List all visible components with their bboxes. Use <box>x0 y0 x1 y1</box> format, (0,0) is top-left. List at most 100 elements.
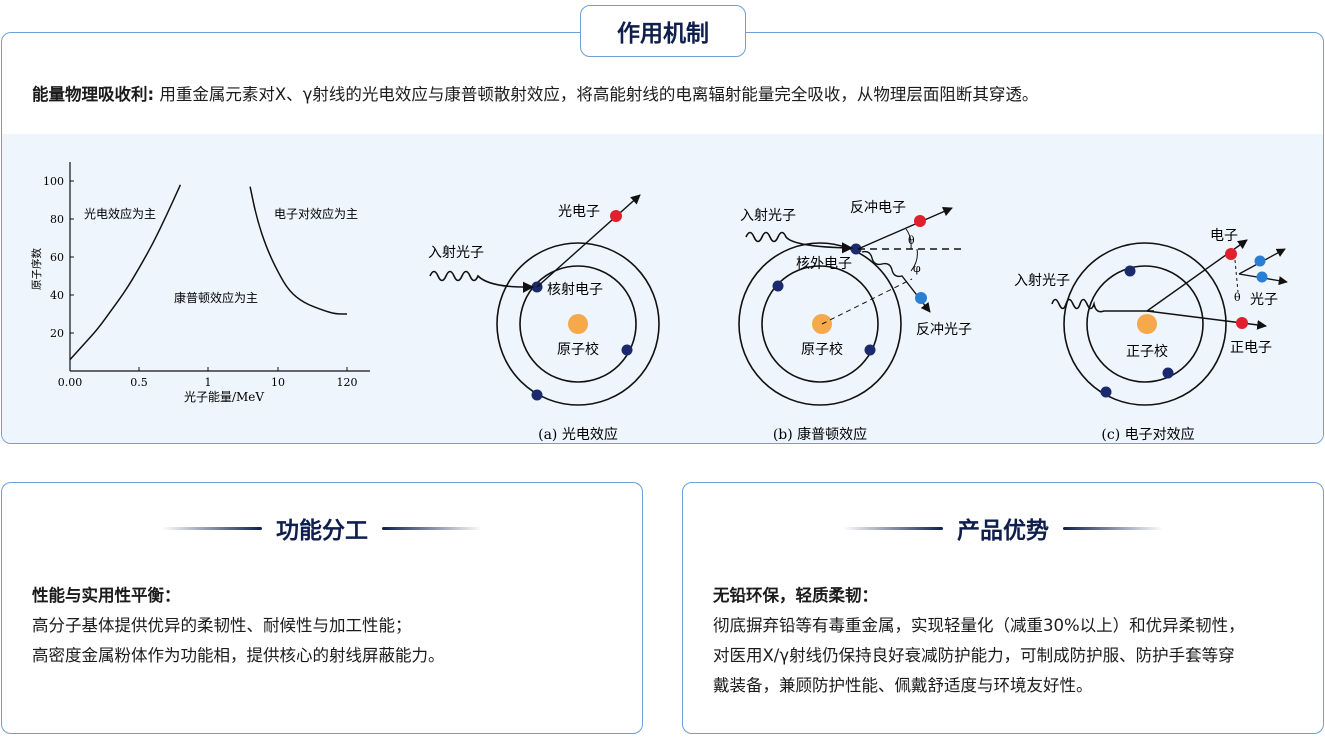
mechanism-card: 能量物理吸收利: 用重金属元素对X、γ射线的光电效应与康普顿散射效应，将高能射线… <box>1 32 1324 444</box>
angle-arc-phi <box>910 248 918 272</box>
y-tick-label: 100 <box>43 175 64 188</box>
y-ticks: 20 40 60 80 100 <box>43 175 74 340</box>
inner-orbit <box>1086 265 1204 383</box>
incident-photon-wave <box>745 231 854 254</box>
photoelectron-path <box>536 194 641 288</box>
nucleus-label: 原子校 <box>801 341 843 358</box>
region-label-compton: 康普顿效应为主 <box>174 290 258 305</box>
function-card-header: 功能分工 <box>2 511 642 545</box>
caption-c: (c) 电子对效应 <box>1101 426 1194 443</box>
phi-label: φ <box>913 262 921 275</box>
header-divider-right <box>1063 526 1163 530</box>
function-card-body: 性能与实用性平衡： 高分子基体提供优异的柔韧性、耐候性与加工性能； 高密度金属粉… <box>32 581 620 671</box>
incident-photon-label: 入射光子 <box>428 245 484 261</box>
incident-photon-label: 入射光子 <box>740 208 796 224</box>
x-tick-label: 0.00 <box>58 376 83 389</box>
orbit-electron <box>850 243 862 255</box>
theta-label: θ <box>1234 291 1241 304</box>
y-tick-label: 40 <box>50 289 64 302</box>
theta-label: θ <box>908 234 915 247</box>
y-tick-label: 20 <box>50 327 64 340</box>
photon <box>1256 271 1268 283</box>
nucleus <box>1137 314 1157 334</box>
photoelectron <box>610 210 622 222</box>
nucleus <box>568 314 588 334</box>
incident-photon-label: 入射光子 <box>1014 273 1070 289</box>
region-boundary-2 <box>249 186 347 315</box>
orbit-electron <box>1124 265 1136 277</box>
function-card: 功能分工 性能与实用性平衡： 高分子基体提供优异的柔韧性、耐候性与加工性能； 高… <box>1 482 643 734</box>
advantage-subtitle: 无铅环保，轻质柔韧： <box>713 586 878 605</box>
intro-label: 能量物理吸收利: <box>32 85 155 104</box>
positron <box>1236 317 1248 329</box>
x-tick-label: 120 <box>337 376 358 389</box>
region-boundaries <box>69 184 347 361</box>
x-tick-label: 1 <box>205 376 212 389</box>
y-axis-label: 原子序数 <box>30 248 43 290</box>
intro-body: 用重金属元素对X、γ射线的光电效应与康普顿散射效应，将高能射线的电离辐射能量完全… <box>154 85 1039 104</box>
recoil-electron-path <box>857 207 953 250</box>
scattered-photon <box>915 292 927 304</box>
photon <box>1254 255 1266 267</box>
angle-arc-theta <box>905 228 912 250</box>
inner-orbit <box>761 265 879 383</box>
function-card-title: 功能分工 <box>276 518 368 544</box>
orbit-electron <box>1100 386 1112 398</box>
outer-orbit <box>1063 242 1227 406</box>
advantage-card-title: 产品优势 <box>957 518 1049 544</box>
advantage-card: 产品优势 无铅环保，轻质柔韧： 彻底摒弃铅等有毒重金属，实现轻量化（减重30%以… <box>682 482 1324 734</box>
diagram-photoelectric: 原子校 入射光子 光电子 核射电子 (a) 光电效应 <box>428 194 660 443</box>
advantage-line: 对医用X/γ射线仍保持良好衰减防护能力，可制成防护服、防护手套等穿 <box>713 646 1235 665</box>
diagram-compton: 原子校 θ φ 入射光子 反冲电子 核外电子 反冲光子 (b) 康普顿效 <box>738 200 972 443</box>
orbit-electron <box>1162 367 1174 379</box>
orbit-electron <box>864 344 876 356</box>
orbit-electron <box>772 280 784 292</box>
diagram-pair-production: 正子校 θ 入射光子 电子 光子 正电子 (c) 电子对效应 <box>1014 228 1288 443</box>
y-tick-label: 60 <box>50 251 64 264</box>
scattered-photon-wave <box>861 250 931 313</box>
caption-a: (a) 光电效应 <box>538 426 618 443</box>
outer-orbit <box>738 242 902 406</box>
nucleus-label: 原子校 <box>557 341 599 358</box>
region-label-photoelectric: 光电效应为主 <box>84 206 156 221</box>
advantage-line: 彻底摒弃铅等有毒重金属，实现轻量化（减重30%以上）和优异柔韧性， <box>713 616 1245 635</box>
orbit-electron <box>531 389 543 401</box>
region-label-pair: 电子对效应为主 <box>274 206 358 221</box>
x-ticks: 0.00 0.5 1 10 120 <box>58 367 358 389</box>
advantage-card-header: 产品优势 <box>683 511 1323 545</box>
scattered-photon-label: 反冲光子 <box>916 322 972 338</box>
positron-path <box>1146 310 1267 330</box>
electron <box>1225 248 1237 260</box>
electron-label: 电子 <box>1210 228 1238 244</box>
recoil-electron-label: 反冲电子 <box>850 200 906 216</box>
function-line: 高密度金属粉体作为功能相，提供核心的射线屏蔽能力。 <box>32 646 445 665</box>
advantage-card-body: 无铅环保，轻质柔韧： 彻底摒弃铅等有毒重金属，实现轻量化（减重30%以上）和优异… <box>713 581 1301 701</box>
function-line: 高分子基体提供优异的柔韧性、耐候性与加工性能； <box>32 616 412 635</box>
inner-orbit <box>519 265 637 383</box>
x-tick-label: 0.5 <box>130 376 148 389</box>
positron-label: 正电子 <box>1230 340 1272 356</box>
photoelectron-label: 光电子 <box>558 204 600 220</box>
region-boundary-1 <box>69 184 182 361</box>
header-divider-left <box>843 526 943 530</box>
section-tab-mechanism: 作用机制 <box>580 5 746 57</box>
x-tick-label: 10 <box>271 376 285 389</box>
photon-label: 光子 <box>1250 292 1278 308</box>
angle-guide <box>1234 259 1239 293</box>
advantage-line: 戴装备，兼顾防护性能、佩戴舒适度与环境友好性。 <box>713 676 1093 695</box>
header-divider-left <box>162 526 262 530</box>
function-subtitle: 性能与实用性平衡： <box>32 586 181 605</box>
incident-photon-wave <box>429 270 535 293</box>
recoil-electron <box>914 215 926 227</box>
nucleus-label: 正子校 <box>1126 343 1168 360</box>
y-tick-label: 80 <box>50 213 64 226</box>
orbit-electron <box>621 344 633 356</box>
incident-photon-wave <box>1051 298 1154 313</box>
recoil-guide <box>821 278 913 325</box>
orbital-electron-label: 核外电子 <box>796 256 852 272</box>
intro-text: 能量物理吸收利: 用重金属元素对X、γ射线的光电效应与康普顿散射效应，将高能射线… <box>32 84 1038 106</box>
orbital-electron-label: 核射电子 <box>547 282 603 298</box>
